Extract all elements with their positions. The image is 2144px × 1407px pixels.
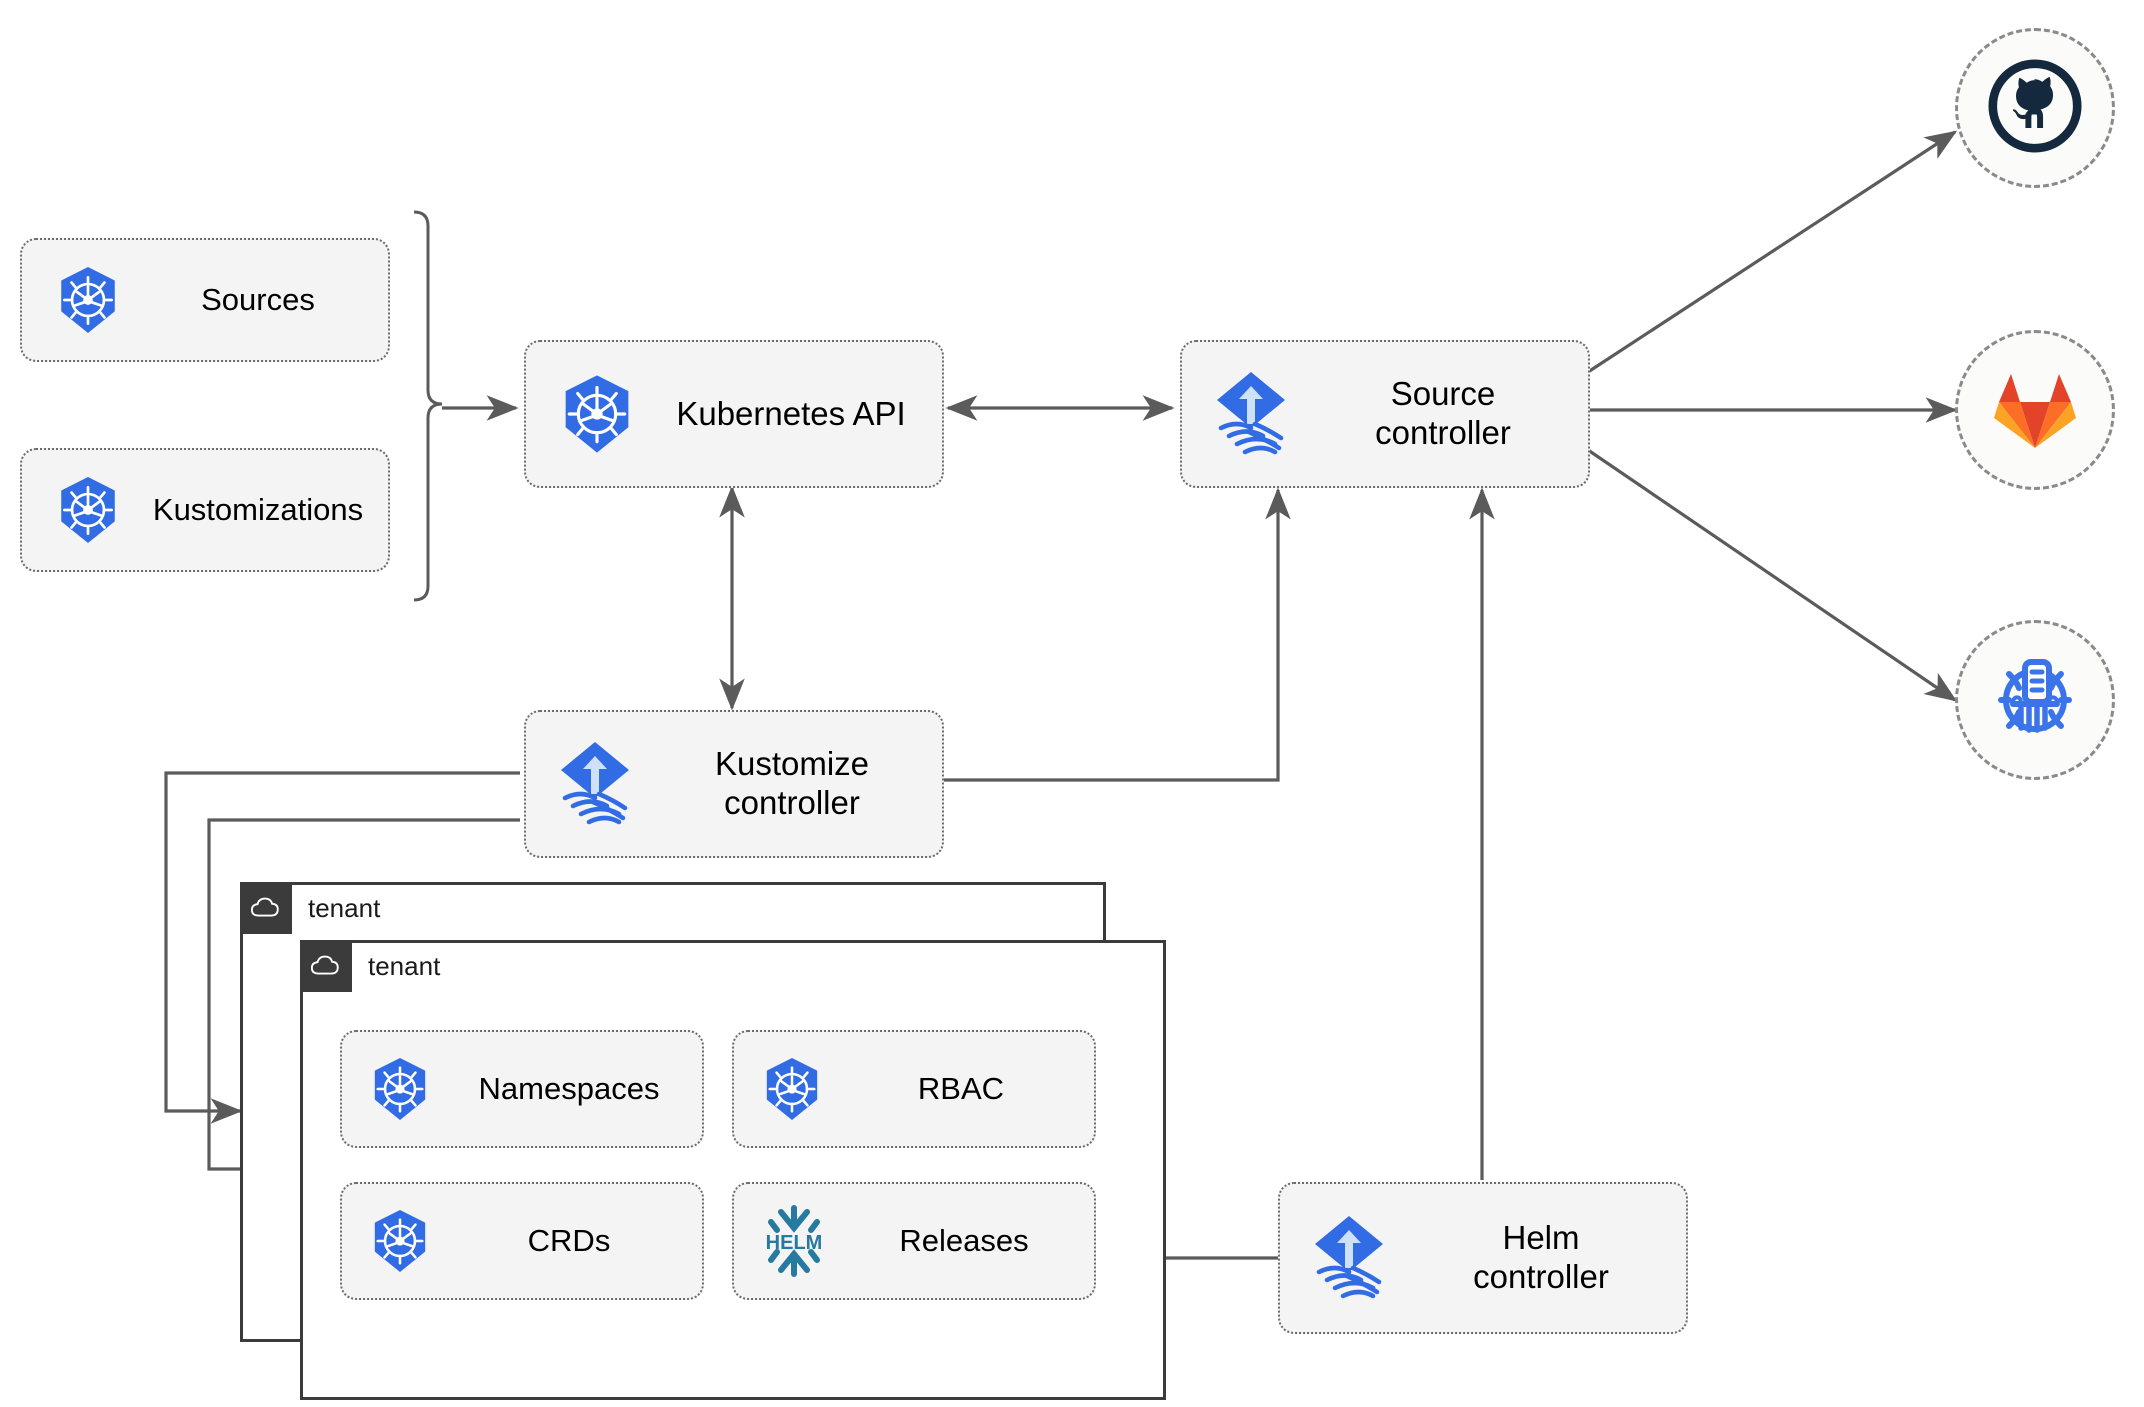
edge-source-controller-github xyxy=(1587,130,1958,374)
helm-icon: HELM xyxy=(742,1202,846,1280)
cloud-icon xyxy=(300,940,352,992)
kubernetes-icon xyxy=(352,1208,448,1274)
tenant-tab-back: tenant xyxy=(240,882,380,934)
node-label-kubernetes-api: Kubernetes API xyxy=(676,394,906,432)
resource-box-kustomizations[interactable]: Kustomizations xyxy=(20,448,390,572)
flux-icon xyxy=(1290,1210,1408,1306)
resource-label-kustomizations: Kustomizations xyxy=(152,491,364,527)
provider-helm-repository[interactable] xyxy=(1955,620,2115,780)
node-label-kustomize-controller: Kustomize controller xyxy=(714,745,870,821)
node-source-controller[interactable]: Source controller xyxy=(1180,340,1590,488)
tenant-tab-front: tenant xyxy=(300,940,440,992)
helm-repository-icon xyxy=(1985,648,2085,753)
node-label-source-controller: Source controller xyxy=(1375,375,1511,451)
tenant-resource-label-releases: Releases xyxy=(899,1222,1029,1258)
node-kustomize-controller[interactable]: Kustomize controller xyxy=(524,710,944,858)
provider-gitlab[interactable] xyxy=(1955,330,2115,490)
tenant-resource-rbac[interactable]: RBAC xyxy=(732,1030,1096,1148)
tenant-resource-label-rbac: RBAC xyxy=(917,1070,1005,1106)
kubernetes-icon xyxy=(352,1056,448,1122)
kubernetes-icon xyxy=(542,373,652,455)
tenant-resource-releases[interactable]: HELM Releases xyxy=(732,1182,1096,1300)
group-bracket xyxy=(413,210,443,602)
node-label-helm-controller: Helm controller xyxy=(1473,1219,1609,1295)
tenant-panel-front[interactable]: tenant xyxy=(300,940,1166,1400)
tenant-label-back: tenant xyxy=(308,892,381,923)
node-helm-controller[interactable]: Helm controller xyxy=(1278,1182,1688,1334)
kubernetes-icon xyxy=(744,1056,840,1122)
tenant-resource-label-crds: CRDs xyxy=(527,1222,611,1258)
cloud-icon xyxy=(240,882,292,934)
flux-icon xyxy=(1192,366,1310,462)
svg-text:HELM: HELM xyxy=(766,1232,823,1254)
github-icon xyxy=(1988,58,2082,158)
edge-kustomize-controller-source-controller xyxy=(944,487,1291,782)
node-kubernetes-api[interactable]: Kubernetes API xyxy=(524,340,944,488)
resource-label-sources: Sources xyxy=(201,281,315,317)
kubernetes-icon xyxy=(36,475,140,545)
tenant-resource-label-namespaces: Namespaces xyxy=(478,1070,660,1106)
tenant-resource-namespaces[interactable]: Namespaces xyxy=(340,1030,704,1148)
tenant-resource-crds[interactable]: CRDs xyxy=(340,1182,704,1300)
edge-source-controller-helm-repository xyxy=(1587,448,1958,702)
provider-github[interactable] xyxy=(1955,28,2115,188)
flux-icon xyxy=(536,736,654,832)
gitlab-icon xyxy=(1989,364,2081,457)
tenant-label-front: tenant xyxy=(368,950,441,981)
resource-box-sources[interactable]: Sources xyxy=(20,238,390,362)
kubernetes-icon xyxy=(36,265,140,335)
